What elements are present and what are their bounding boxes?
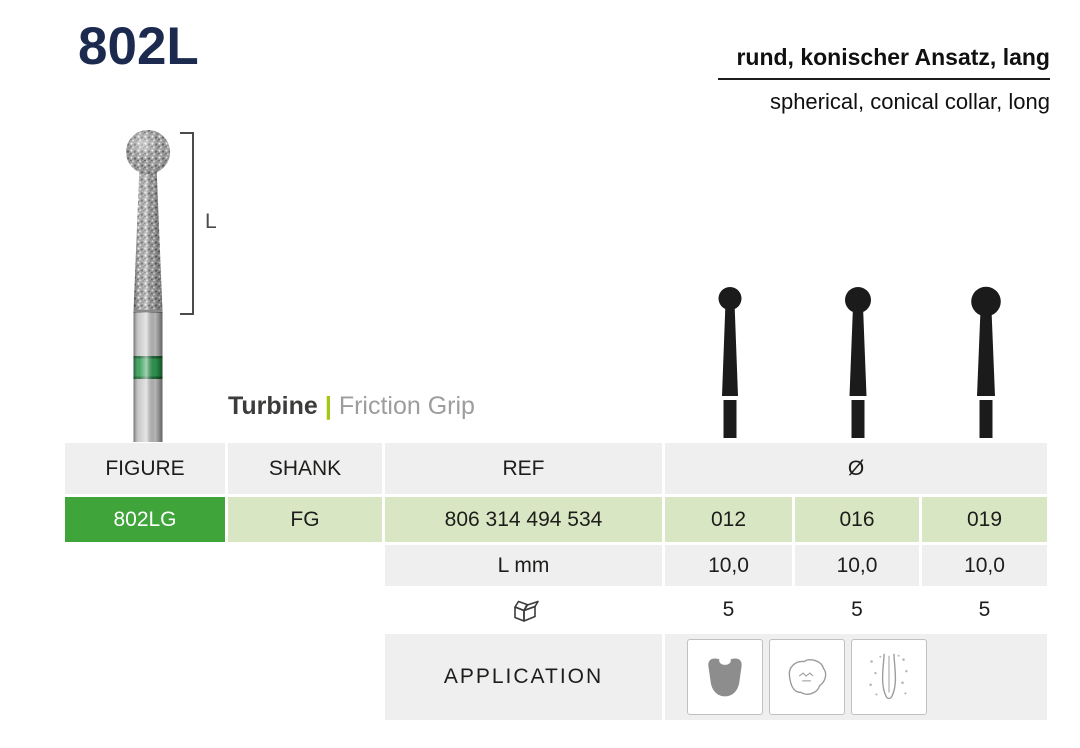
header-diameter: Ø xyxy=(665,443,1047,494)
cell-ref-number: 806 314 494 534 xyxy=(385,497,662,542)
header-shank: SHANK xyxy=(228,443,382,494)
grip-system-label: Turbine xyxy=(228,392,318,420)
cell-diameter-019: 019 xyxy=(922,497,1047,542)
header-ref: REF xyxy=(385,443,662,494)
diamond-bur-illustration xyxy=(126,130,170,442)
diamond-bur-photo xyxy=(102,128,194,442)
header-divider xyxy=(718,78,1050,80)
grip-type-line: Turbine|Friction Grip xyxy=(228,392,475,421)
cell-length-019: 10,0 xyxy=(922,545,1047,586)
product-name-en: spherical, conical collar, long xyxy=(769,89,1050,114)
cell-length-016: 10,0 xyxy=(795,545,919,586)
root-canal-icon xyxy=(851,639,927,715)
cell-diameter-012: 012 xyxy=(665,497,792,542)
bur-silhouette-019-icon xyxy=(961,286,1011,438)
product-name-de: rund, konischer Ansatz, lang xyxy=(736,44,1050,70)
header-figure: FIGURE xyxy=(65,443,225,494)
amalgam-removal-icon xyxy=(769,639,845,715)
spec-table: FIGURE SHANK REF Ø 802LG FG 806 314 494 … xyxy=(65,443,1047,720)
bur-silhouette-012-icon xyxy=(705,286,755,438)
bur-silhouette-016-icon xyxy=(833,286,883,438)
cavity-prep-icon xyxy=(687,639,763,715)
grip-separator: | xyxy=(324,392,332,420)
cell-pack-019: 5 xyxy=(978,598,991,621)
page-title: 802L xyxy=(78,17,199,76)
length-measure-bracket xyxy=(180,132,194,315)
package-icon xyxy=(385,589,662,631)
application-label: APPLICATION xyxy=(385,634,662,720)
cell-shank: FG xyxy=(228,497,382,542)
cell-pack-012: 5 xyxy=(722,598,735,621)
application-icons xyxy=(665,634,1047,720)
cell-length-label: L mm xyxy=(385,545,662,586)
grip-friction-label: Friction Grip xyxy=(338,392,475,420)
cell-pack-016: 5 xyxy=(851,598,863,621)
length-measure-label: L xyxy=(205,210,217,233)
cell-diameter-016: 016 xyxy=(795,497,919,542)
cell-figure-number: 802LG xyxy=(65,497,225,542)
cell-length-012: 10,0 xyxy=(665,545,792,586)
